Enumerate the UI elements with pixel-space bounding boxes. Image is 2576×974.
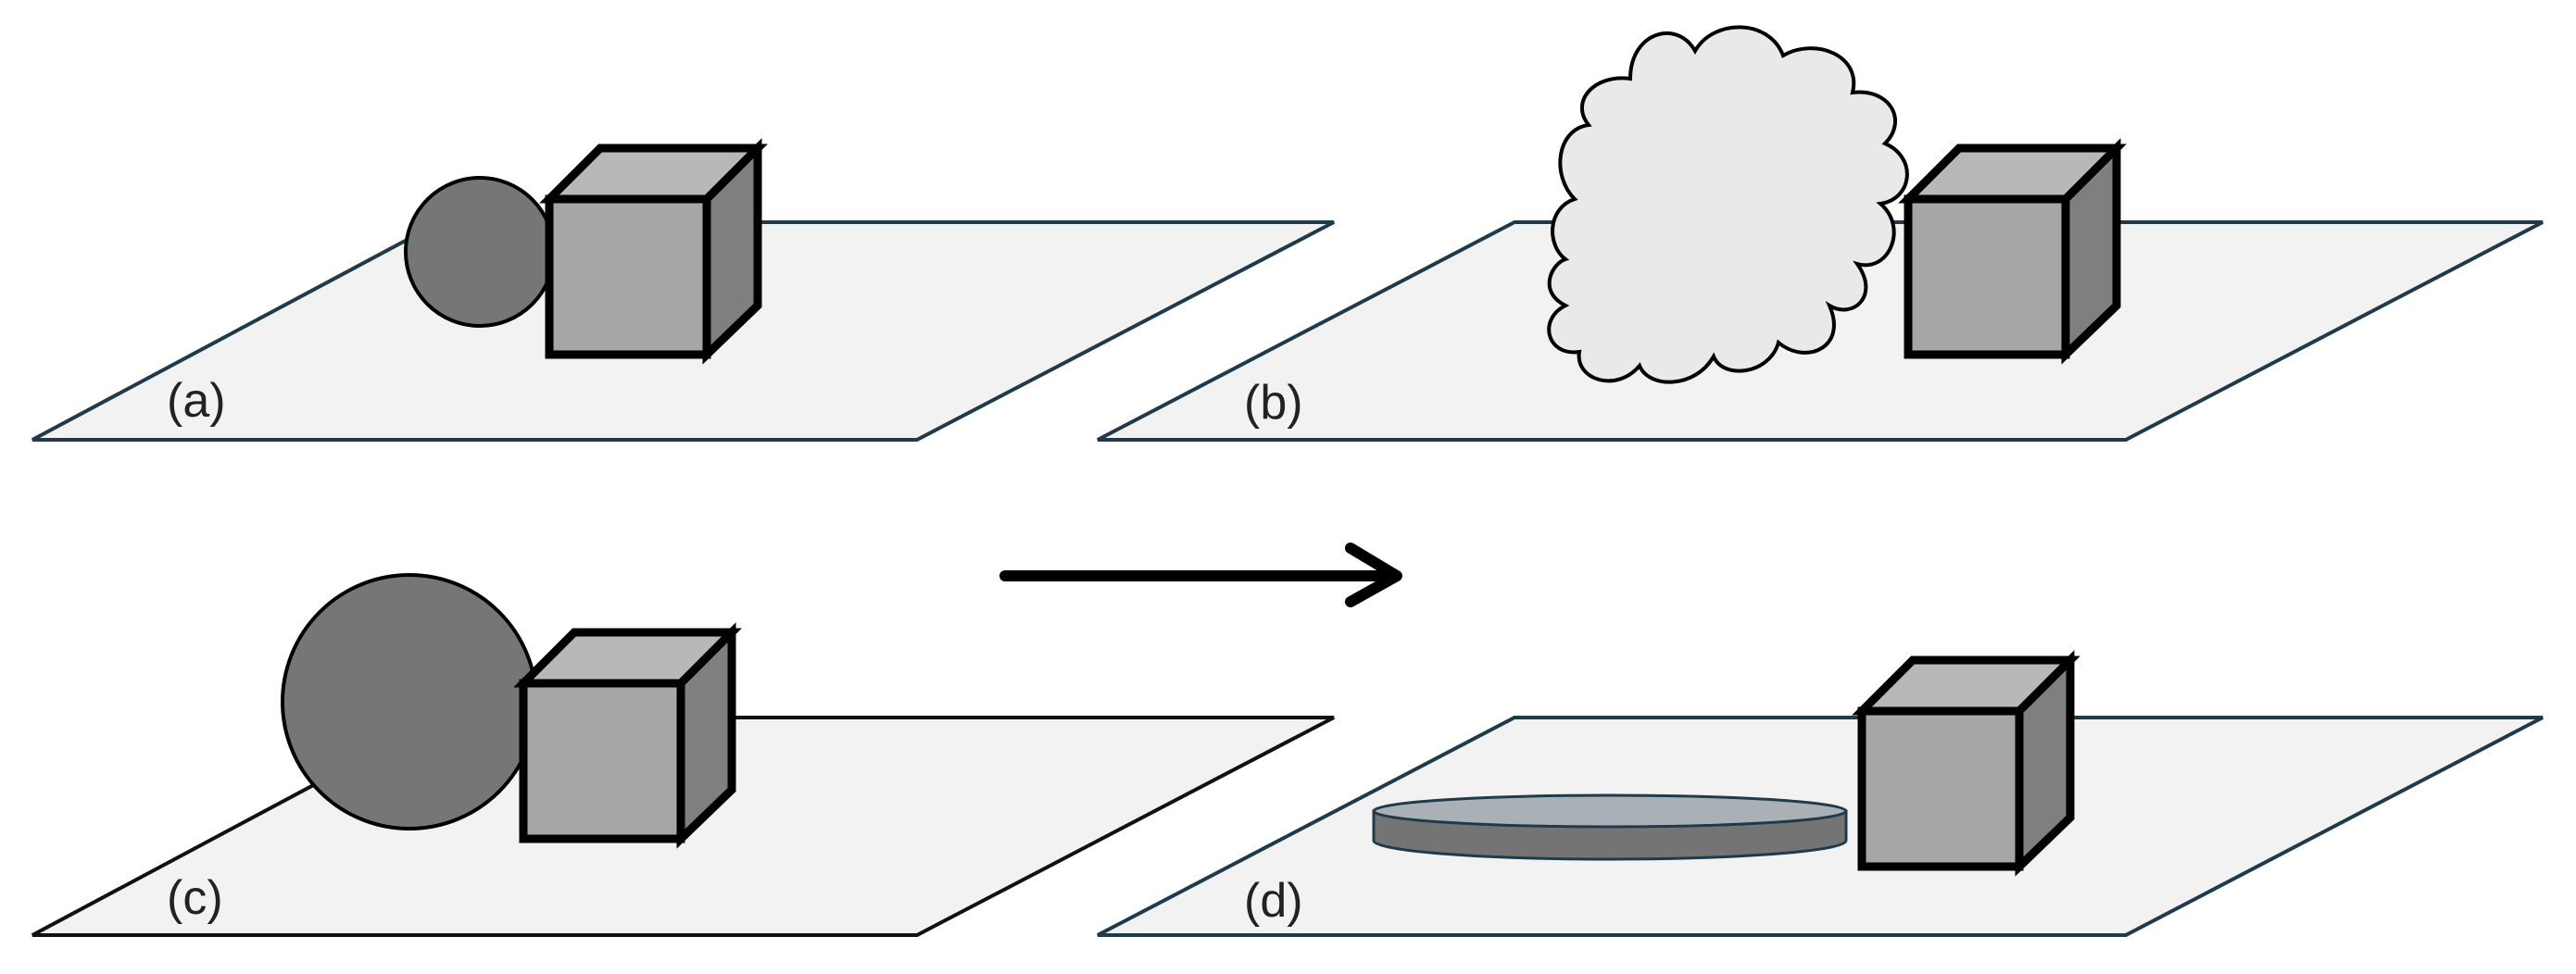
cloud bbox=[1547, 25, 1909, 384]
puddle bbox=[1372, 793, 1848, 861]
panel-a: (a) bbox=[31, 138, 1335, 442]
panel-label: (d) bbox=[1244, 874, 1303, 928]
panel-d: (d) bbox=[1097, 650, 2544, 937]
cube bbox=[539, 138, 768, 365]
panel-b: (b) bbox=[1097, 25, 2544, 442]
panel-label: (a) bbox=[167, 374, 226, 428]
sphere bbox=[281, 573, 538, 830]
panel-c: (c) bbox=[31, 573, 1335, 937]
cube bbox=[1898, 138, 2127, 365]
cube bbox=[1852, 650, 2080, 877]
cube bbox=[513, 622, 742, 849]
panel-label: (c) bbox=[167, 871, 223, 925]
panel-label: (b) bbox=[1244, 376, 1303, 430]
sphere bbox=[404, 176, 556, 328]
right-arrow-icon bbox=[999, 543, 1402, 607]
